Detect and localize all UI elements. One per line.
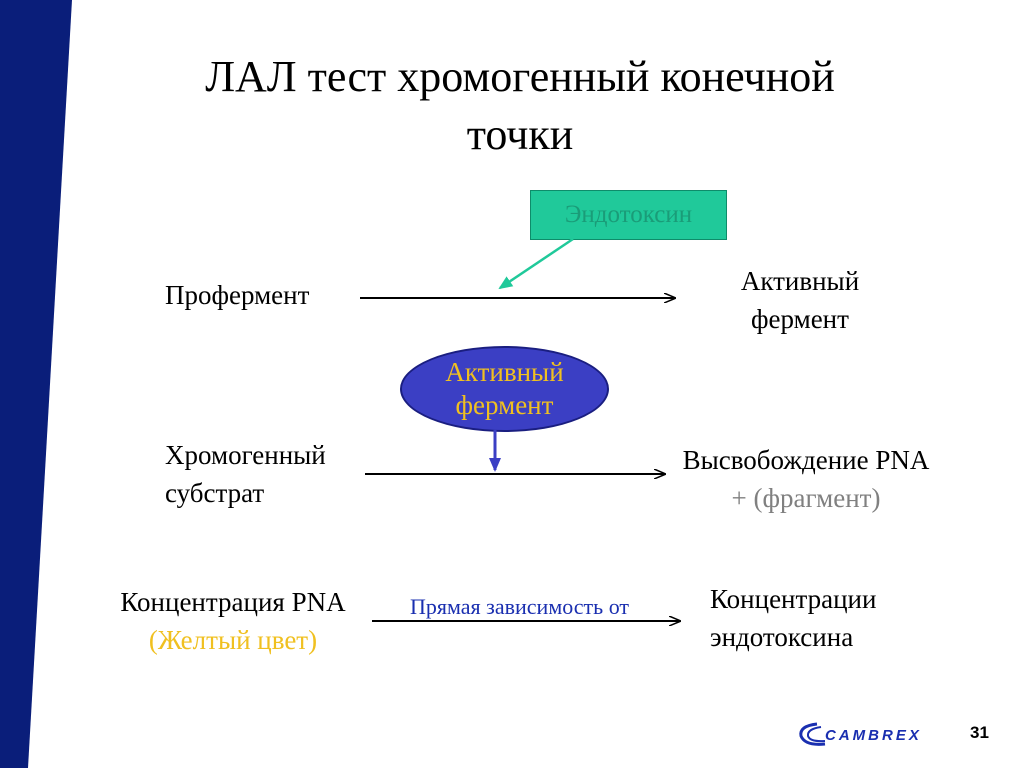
pna-fragment-line: + (фрагмент) — [731, 483, 881, 513]
oval-line2: фермент — [455, 390, 554, 420]
sidebar-decoration — [0, 0, 72, 768]
slide-title: ЛАЛ тест хромогенный конечной точки — [130, 48, 910, 164]
active-enzyme-line1: Активный — [740, 266, 860, 296]
active-enzyme-label: Активный фермент — [700, 262, 900, 338]
chromogenic-line2: субстрат — [165, 478, 265, 508]
endotoxin-concentration-line2: эндотоксина — [710, 622, 854, 652]
page-number: 31 — [970, 723, 989, 742]
endotoxin-concentration-label: Концентрации эндотоксина — [710, 580, 876, 656]
cambrex-logo: CAMBREX — [799, 722, 922, 746]
oval-line1: Активный — [445, 357, 564, 387]
endotoxin-arrow — [498, 237, 574, 290]
slide-title-line1: ЛАЛ тест хромогенный конечной — [205, 52, 835, 101]
direct-dependence-label: Прямая зависимость от — [410, 594, 630, 619]
yellow-color-line: (Желтый цвет) — [148, 625, 318, 655]
pna-release-label: Высвобождение PNA + (фрагмент) — [646, 441, 966, 517]
endotoxin-box: Эндотоксин — [530, 190, 727, 240]
active-enzyme-oval: Активный фермент — [400, 346, 609, 432]
pna-concentration-line1: Концентрация PNA — [120, 587, 346, 617]
pna-concentration-label: Концентрация PNA (Желтый цвет) — [88, 583, 378, 659]
chromogenic-substrate-label: Хромогенный субстрат — [165, 436, 326, 512]
pna-release-line1: Высвобождение PNA — [682, 445, 930, 475]
slide-title-line2: точки — [466, 110, 574, 159]
endotoxin-concentration-line1: Концентрации — [710, 584, 877, 614]
chromogenic-line1: Хромогенный — [165, 440, 326, 470]
proenzyme-label: Профермент — [165, 280, 310, 310]
active-enzyme-line2: фермент — [751, 304, 849, 334]
logo-text: CAMBREX — [825, 727, 922, 744]
